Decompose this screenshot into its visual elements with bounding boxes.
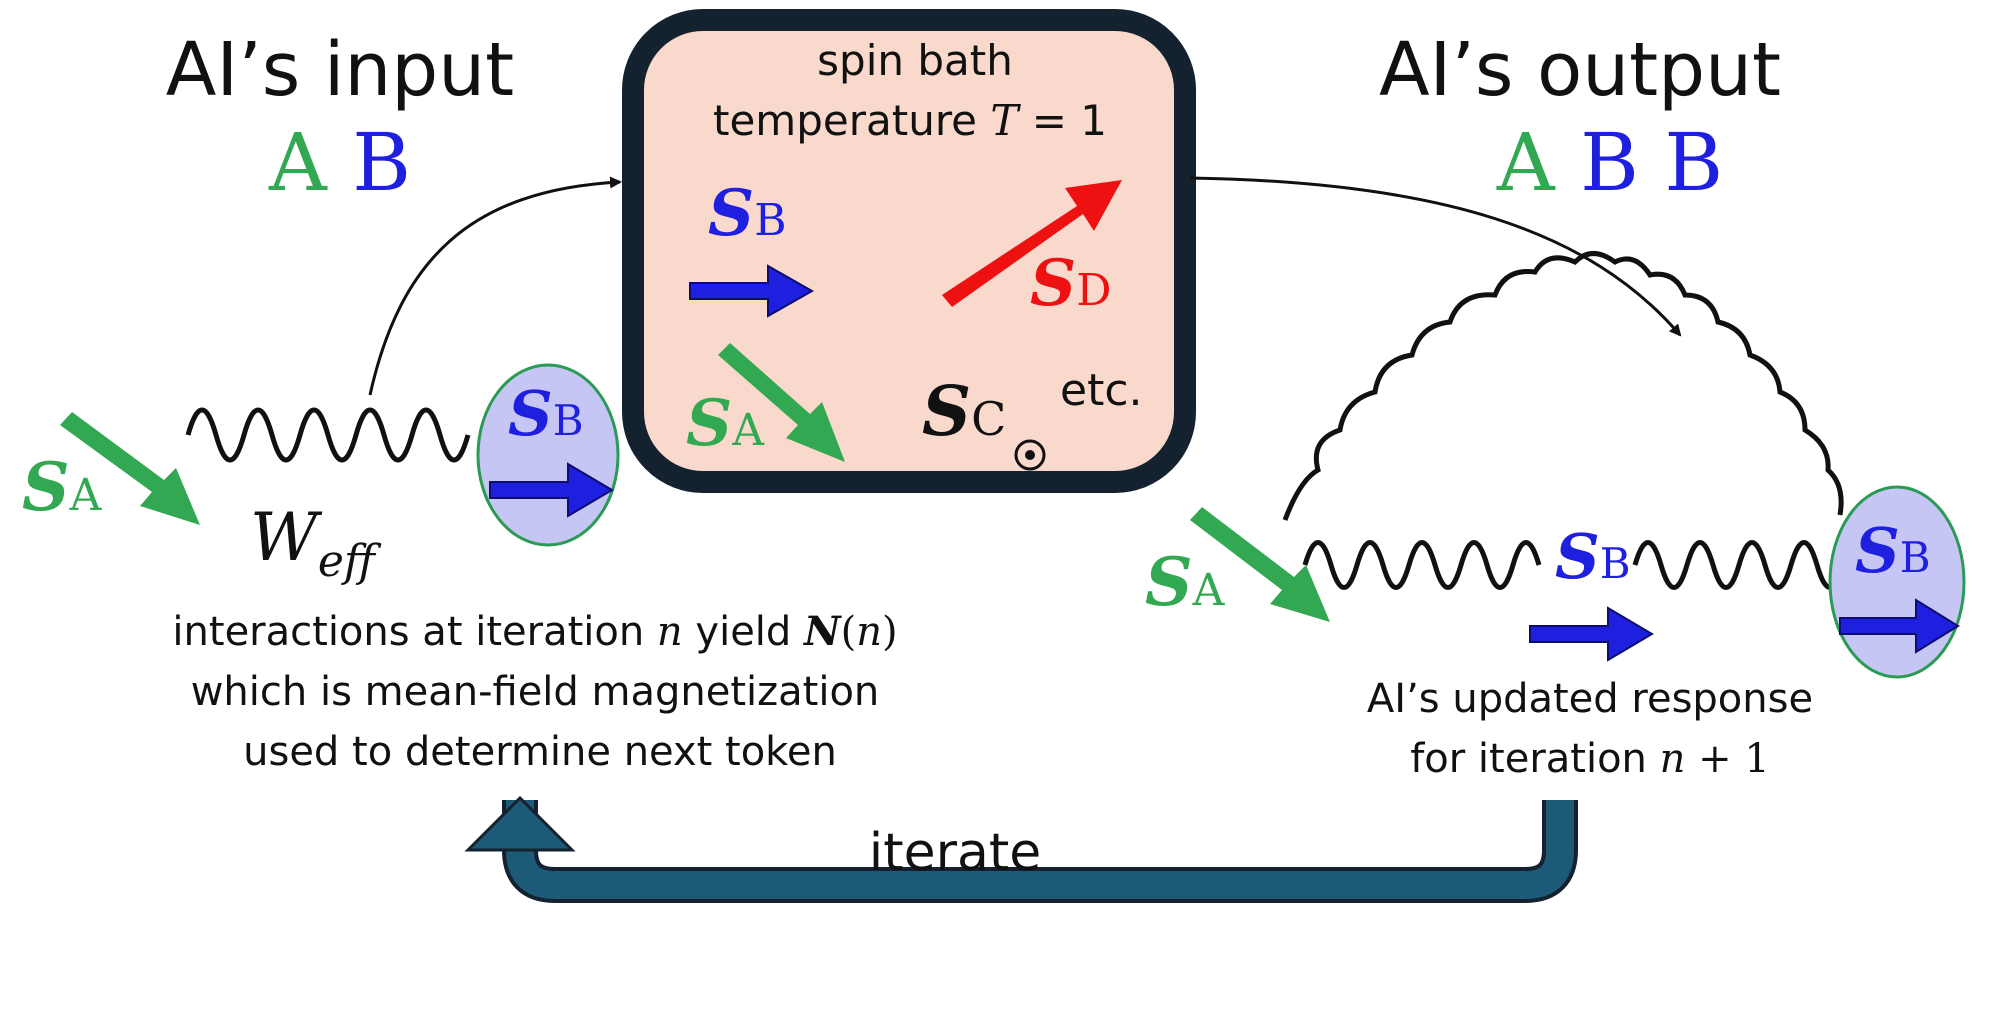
bath-sa-label: SA [686,386,765,461]
input-to-bath-arrow [368,176,622,396]
weff-label: Weff [250,499,382,587]
bath-sd-arrow [942,180,1122,307]
right-sa-arrow [1190,507,1330,622]
right-big-wavy-interaction [1282,251,1844,521]
spin-bath-box [622,9,1196,493]
output-token-b1: B [1580,116,1639,209]
bath-line1: spin bath [817,36,1013,85]
bath-sc-label: SC [922,372,1006,452]
right-small-wavy-interaction-2 [1632,540,1846,590]
output-token-a: A [1496,116,1556,209]
right-mid-sb-label: SB [1555,520,1631,593]
input-token-b: B [352,116,411,209]
bath-sa-arrow [718,343,845,462]
right-sb-label: SB [1855,514,1931,587]
right-caption-line1: AI’s updated response [1367,676,1813,722]
left-caption-line1: interactions at iteration n yield N(n) [172,608,897,655]
input-tokens: A B [268,116,411,209]
iterate-label: iterate [869,823,1041,883]
bath-etc: etc. [1060,365,1143,416]
bath-line2: temperature T = 1 [713,96,1107,145]
left-sa-label: SA [22,448,103,526]
left-sb-arrow [489,462,614,518]
input-token-a: A [268,116,328,209]
out-of-plane-dot [1025,450,1035,460]
left-wavy-interaction [185,407,471,463]
left-caption-line3: used to determine next token [243,729,837,775]
left-sb-label: SB [508,377,584,450]
iterate-arrow-head [464,795,576,852]
right-sb-arrow [1839,598,1960,654]
output-title: AI’s output [1379,27,1781,113]
bath-sb-arrow [689,264,815,318]
left-sa-arrow [60,412,200,525]
input-title: AI’s input [166,27,514,113]
right-caption-line2: for iteration n + 1 [1410,736,1770,782]
right-small-wavy-interaction [1302,540,1542,590]
bath-sb-label: SB [708,176,787,251]
output-token-b2: B [1664,116,1723,209]
bath-sd-label: SD [1030,246,1112,321]
iterate-arrow-fill [506,800,1574,899]
output-tokens: A B B [1496,116,1723,209]
right-sa-label: SA [1145,543,1226,621]
bath-to-output-arrow [1189,176,1682,337]
left-caption-line2: which is mean-field magnetization [191,669,880,715]
out-of-plane-icon [1014,439,1046,471]
right-mid-sb-arrow [1529,606,1654,662]
